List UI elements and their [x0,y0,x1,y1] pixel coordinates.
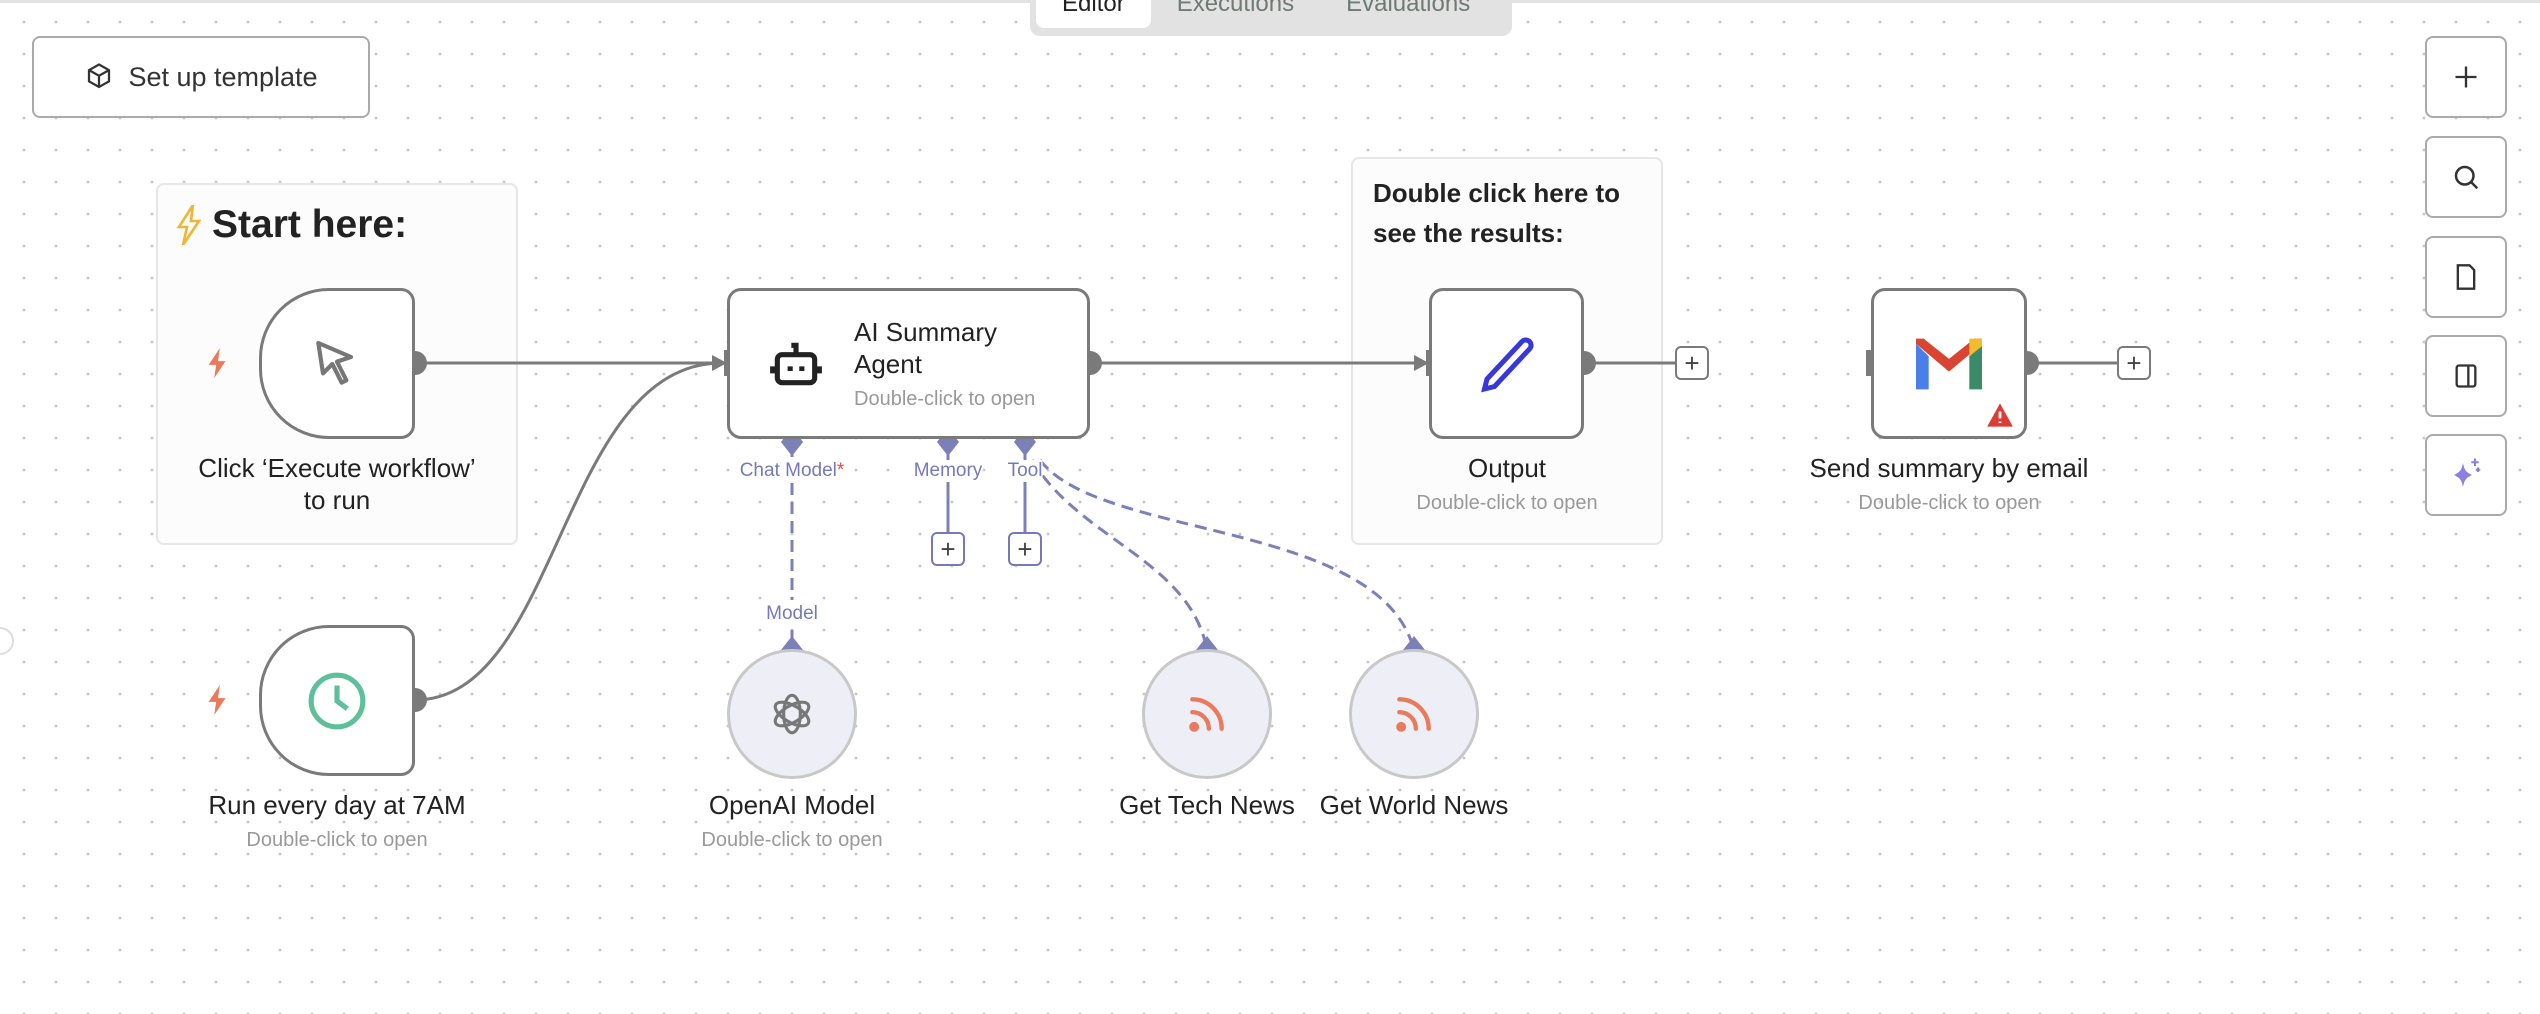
node-get-world-news[interactable] [1349,649,1479,779]
openai-sub: Double-click to open [701,829,883,851]
lightning-icon [176,205,202,245]
node-openai-model[interactable] [727,649,857,779]
node-get-tech-news[interactable] [1142,649,1272,779]
add-sticky-button[interactable] [2425,236,2507,318]
tab-evaluations[interactable]: Evaluations [1346,0,1471,17]
cursor-icon [316,340,354,385]
node-schedule-trigger[interactable] [259,625,415,776]
world-news-name: Get World News [1319,790,1509,820]
gmail-sub: Double-click to open [1858,492,2040,514]
node-manual-trigger[interactable] [259,288,415,439]
edge-schedule-agent [414,361,723,702]
agent-sub: Double-click to open [854,388,1036,410]
panel-icon [2455,364,2477,388]
trigger-bolt-icon [208,685,226,715]
openai-name: OpenAI Model [708,790,876,820]
add-memory-button[interactable]: + [931,532,965,566]
trigger-bolt-icon [208,348,226,378]
results-text: Double click here to see the results: [1373,178,1621,248]
tab-executions[interactable]: Executions [1176,0,1295,17]
output-name: Output [1467,453,1547,483]
add-node-button[interactable] [2425,36,2507,118]
search-nodes-button[interactable] [2425,136,2507,218]
pen-icon [1480,336,1534,392]
sticky-heading: Start here: [176,203,407,247]
sticky-note-icon [2456,264,2476,290]
gmail-name: Send summary by email [1809,453,2089,483]
rss-icon [1189,697,1224,732]
tech-news-name: Get Tech News [1119,790,1295,820]
port-model: Model [766,603,818,625]
warning-icon[interactable] [1986,402,2014,428]
schedule-sub: Double-click to open [246,829,428,851]
view-tabs: Editor Executions Evaluations [1030,0,1512,36]
node-output[interactable] [1429,288,1584,439]
add-after-gmail-button[interactable]: + [2117,346,2151,380]
robot-icon [770,342,822,385]
toggle-panel-button[interactable] [2425,335,2507,417]
edge-tool-tech [1030,459,1209,651]
gmail-icon [1916,338,1982,389]
ai-sparkle-icon [2454,458,2481,487]
openai-icon [773,693,811,735]
add-after-output-button[interactable]: + [1675,346,1709,380]
add-tool-button[interactable]: + [1008,532,1042,566]
setup-template-label: Set up template [128,61,318,92]
package-icon [88,63,111,89]
rss-icon [1396,697,1431,732]
search-icon [2454,165,2479,190]
schedule-name: Run every day at 7AM [208,790,466,820]
tab-editor[interactable]: Editor [1036,0,1151,28]
clock-icon [308,672,366,729]
manual-trigger-label: Click ‘Execute workflow’to run [198,453,476,515]
port-chat-model[interactable]: Chat Model* [739,460,845,482]
port-memory[interactable]: Memory [913,460,983,482]
edge-tool-world [1038,459,1416,651]
port-tool[interactable]: Tool [1007,460,1043,482]
start-here-text: Start here: [212,203,408,246]
node-gmail[interactable] [1871,288,2027,439]
ai-assistant-button[interactable] [2425,434,2507,516]
output-sub: Double-click to open [1416,492,1598,514]
setup-template-button[interactable]: Set up template [32,36,370,118]
plus-icon [2455,66,2477,88]
